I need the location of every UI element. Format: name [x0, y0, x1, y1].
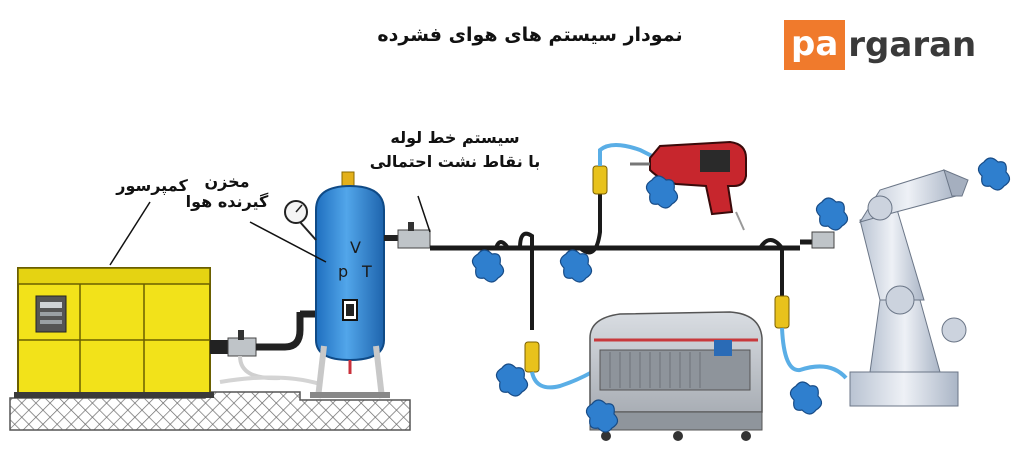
tank-label-line1: مخزن: [204, 172, 250, 191]
compressor-valve: [210, 310, 318, 381]
ground-base: [9, 391, 411, 431]
tank-letter-t: T: [362, 262, 372, 281]
logo-text: rgaran: [848, 25, 977, 65]
label-leader-lines: [109, 195, 431, 266]
pipeline-label-line1: سیستم خط لوله: [390, 128, 520, 147]
pipeline-label: سیستم خط لوله با نقاط نشت احتمالی: [360, 126, 550, 174]
drill-icon: [630, 140, 747, 231]
machine-icon: [589, 311, 763, 441]
pressure-gauge-icon: [284, 200, 317, 241]
robot-arm-icon: [849, 169, 969, 407]
tank-label: مخزن گیرنده هوا: [172, 172, 282, 212]
logo-accent-text: pa: [784, 20, 846, 70]
pipeline-label-line2: با نقاط نشت احتمالی: [369, 152, 541, 171]
air-receiver-tank: [310, 171, 390, 399]
fitting-machine: [524, 341, 540, 373]
brand-logo: pa rgaran: [784, 20, 976, 70]
compressor-label: کمپرسور: [116, 176, 188, 195]
compressor: [14, 267, 214, 398]
air-leak-icon: [471, 157, 1011, 433]
tank-letter-v: V: [350, 238, 361, 257]
page-title: نمودار سیستم های هوای فشرده: [377, 24, 683, 46]
main-pipeline: [384, 178, 835, 330]
tank-letter-p: p: [338, 262, 349, 281]
tank-label-line2: گیرنده هوا: [185, 192, 269, 211]
fitting-drill: [592, 165, 608, 195]
fitting-robot: [774, 295, 790, 329]
